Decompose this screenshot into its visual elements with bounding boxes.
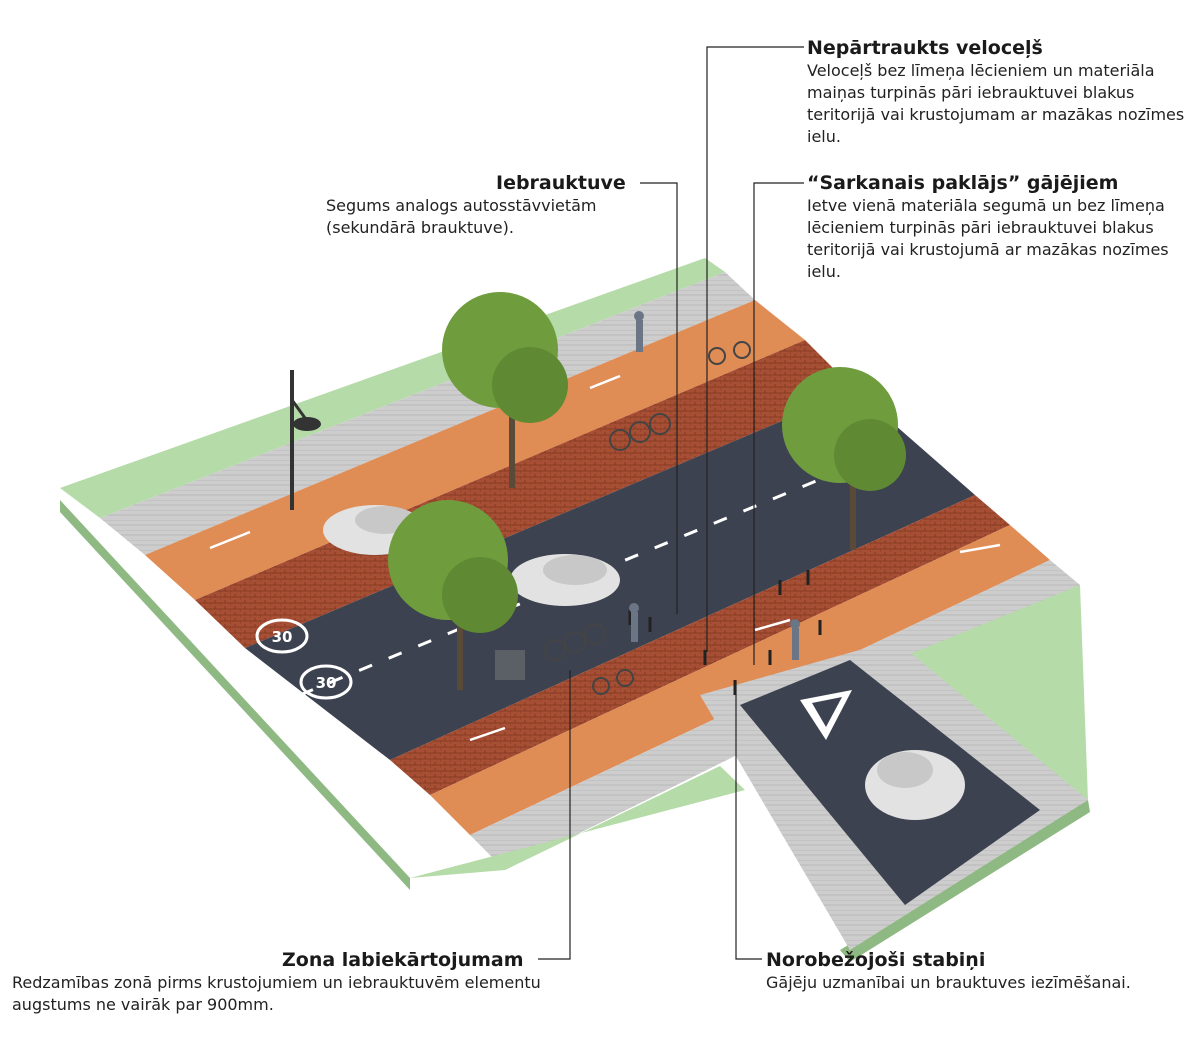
tree-3 xyxy=(782,367,906,550)
callout-description: Gājēju uzmanībai un brauktuves iezīmēšan… xyxy=(766,973,1131,992)
slab-edge xyxy=(60,500,410,890)
speed-marking-2: 30 xyxy=(299,664,353,700)
speed-marking-1: 30 xyxy=(255,618,309,654)
pedestrians xyxy=(629,311,800,660)
grass-front-left xyxy=(410,766,745,878)
slab-edge-right xyxy=(840,800,1090,962)
cyclists xyxy=(592,341,751,695)
street-lamp xyxy=(290,370,321,510)
grass-front-right xyxy=(895,585,1088,800)
bike-arrows xyxy=(209,374,1001,742)
callout-bollards: Norobežojoši stabiņi Gājēju uzmanībai un… xyxy=(766,948,1196,994)
callout-driveway: Iebrauktuve Segums analogs autosstāvviet… xyxy=(326,171,676,239)
callout-description: Ietve vienā materiāla segumā un bez līme… xyxy=(807,196,1169,281)
callout-title: Nepārtraukts veloceļš xyxy=(807,37,1043,59)
callout-title: Iebrauktuve xyxy=(496,172,626,194)
callout-description: Segums analogs autosstāvvietām (sekundār… xyxy=(326,196,597,237)
tree-2 xyxy=(388,500,518,690)
waste-bin xyxy=(495,650,525,680)
parking-front xyxy=(390,495,1010,795)
callout-description: Veloceļš bez līmeņa lēcieniem un materiā… xyxy=(807,61,1185,146)
callout-amenity-zone: Zona labiekārtojumam Redzamības zonā pir… xyxy=(12,948,572,1016)
callout-description: Redzamības zonā pirms krustojumiem un ie… xyxy=(12,973,541,1014)
grass-back xyxy=(60,258,725,518)
callout-title: Zona labiekārtojumam xyxy=(282,949,524,971)
sidewalk-back xyxy=(100,272,755,555)
svg-text:30: 30 xyxy=(272,628,293,646)
parking-back xyxy=(195,340,855,648)
car-3 xyxy=(865,750,965,820)
bike-rack-1 xyxy=(609,413,671,451)
bike-rack-2 xyxy=(544,623,606,661)
callout-red-carpet-pedestrians: “Sarkanais paklājs” gājējiem Ietve vienā… xyxy=(807,171,1187,283)
bike-lane-back xyxy=(145,300,805,600)
car-2 xyxy=(510,554,620,606)
tree-1 xyxy=(442,292,568,488)
yield-marking-inner xyxy=(812,697,842,727)
bollards xyxy=(628,570,822,695)
callout-title: “Sarkanais paklājs” gājējiem xyxy=(807,172,1119,194)
callout-title: Norobežojoši stabiņi xyxy=(766,949,986,971)
svg-text:30: 30 xyxy=(316,674,337,692)
leader-lines xyxy=(538,46,804,960)
callout-continuous-bike-lane: Nepārtraukts veloceļš Veloceļš bez līmeņ… xyxy=(807,36,1197,148)
bike-lane-front xyxy=(430,525,1050,835)
